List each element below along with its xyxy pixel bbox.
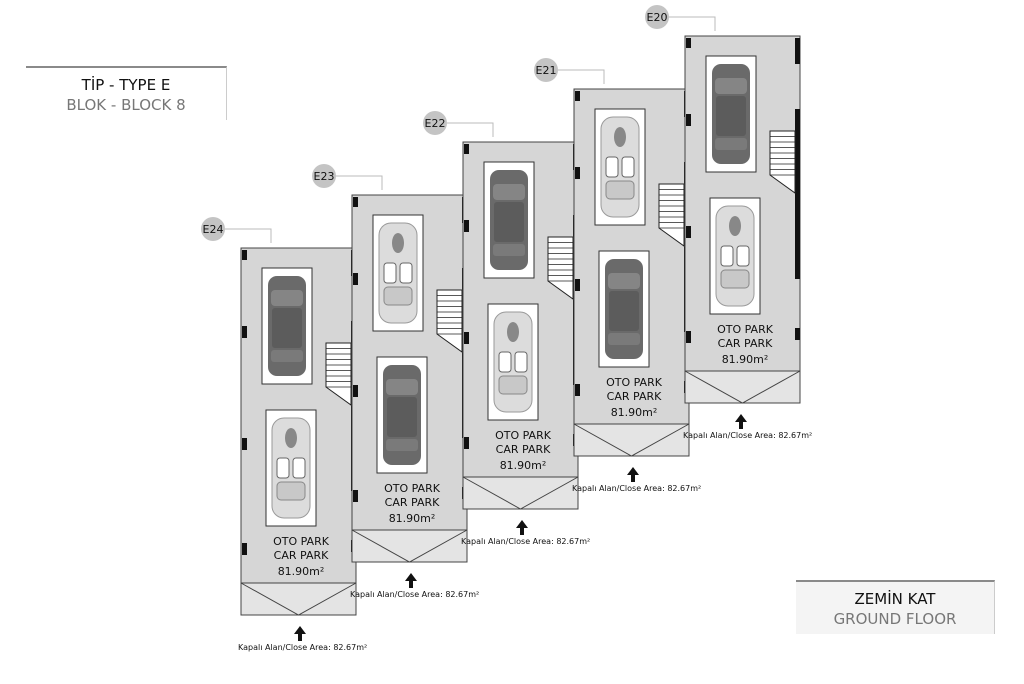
entrance-arrow-icon [405, 573, 417, 588]
close-area [462, 476, 579, 510]
wall-segment [353, 197, 358, 207]
unit-label-bubble [312, 164, 336, 188]
close-area [684, 370, 801, 404]
park-label-tr: OTO PARK [717, 323, 774, 336]
wall-segment [464, 144, 469, 154]
leader-line [225, 228, 272, 243]
convertible-icon [594, 108, 646, 226]
sedan-icon [261, 267, 313, 385]
sedan-icon [705, 55, 757, 173]
convertible-icon [372, 214, 424, 332]
unit-label-bubble [645, 5, 669, 29]
close-area [573, 423, 690, 457]
entrance-arrow-icon [516, 520, 528, 535]
gate-swing [684, 370, 801, 404]
unit-label: E23 [314, 170, 335, 183]
close-area-label: Kapalı Alan/Close Area: 82.67m² [350, 590, 479, 599]
close-area [351, 529, 468, 563]
wall-segment [353, 385, 358, 397]
park-area: 81.90m² [500, 459, 547, 472]
unit-label-bubble [534, 58, 558, 82]
wall-segment [464, 332, 469, 344]
wall-segment [353, 273, 358, 285]
leader-line [558, 69, 605, 84]
unit-label: E20 [647, 11, 668, 24]
wall-segment [795, 109, 800, 279]
unit-label: E22 [425, 117, 446, 130]
leader-line [669, 16, 716, 31]
park-label-en: CAR PARK [718, 337, 773, 350]
entrance-arrow-icon [627, 467, 639, 482]
wall-segment [686, 114, 691, 126]
park-label-tr: OTO PARK [273, 535, 330, 548]
floor-name-en: GROUND FLOOR [833, 610, 957, 628]
wall-segment [686, 226, 691, 238]
plan-title-box: TİP - TYPE E BLOK - BLOCK 8 [26, 66, 227, 120]
stairs-icon [769, 130, 796, 194]
convertible-icon [265, 409, 317, 527]
wall-segment [686, 38, 691, 48]
leader-line [447, 122, 494, 137]
convertible-icon [709, 197, 761, 315]
convertible-icon [487, 303, 539, 421]
gate-swing [573, 423, 690, 457]
park-area: 81.90m² [611, 406, 658, 419]
unit-label: E21 [536, 64, 557, 77]
sedan-icon [598, 250, 650, 368]
leader-line [336, 175, 383, 190]
close-area-label: Kapalı Alan/Close Area: 82.67m² [238, 643, 367, 652]
wall-segment [575, 91, 580, 101]
floor-label-box: ZEMİN KAT GROUND FLOOR [796, 580, 995, 634]
wall-segment [575, 279, 580, 291]
park-label-tr: OTO PARK [606, 376, 663, 389]
wall-segment [242, 438, 247, 450]
park-area: 81.90m² [389, 512, 436, 525]
park-label-en: CAR PARK [607, 390, 662, 403]
stairs-icon [325, 342, 352, 406]
wall-segment [464, 220, 469, 232]
wall-segment [353, 490, 358, 502]
wall-segment [242, 543, 247, 555]
park-label-en: CAR PARK [274, 549, 329, 562]
close-area-label: Kapalı Alan/Close Area: 82.67m² [683, 431, 812, 440]
unit-label-bubble [423, 111, 447, 135]
entrance-arrow-icon [735, 414, 747, 429]
wall-segment [242, 326, 247, 338]
wall-segment [242, 250, 247, 260]
wall-segment [464, 437, 469, 449]
entrance-arrow-icon [294, 626, 306, 641]
park-label-tr: OTO PARK [384, 482, 441, 495]
gate-swing [462, 476, 579, 510]
close-area [240, 582, 357, 616]
close-area-label: Kapalı Alan/Close Area: 82.67m² [572, 484, 701, 493]
gate-swing [240, 582, 357, 616]
wall-segment [575, 384, 580, 396]
wall-segment [795, 328, 800, 340]
park-area: 81.90m² [722, 353, 769, 366]
sedan-icon [376, 356, 428, 474]
stairs-icon [658, 183, 685, 247]
close-area-label: Kapalı Alan/Close Area: 82.67m² [461, 537, 590, 546]
stairs-icon [547, 236, 574, 300]
gate-swing [351, 529, 468, 563]
sedan-icon [483, 161, 535, 279]
block-label: BLOK - BLOCK 8 [66, 96, 186, 114]
floor-name-tr: ZEMİN KAT [854, 590, 936, 608]
type-label: TİP - TYPE E [81, 76, 171, 94]
park-label-en: CAR PARK [385, 496, 440, 509]
unit-label: E24 [203, 223, 224, 236]
park-area: 81.90m² [278, 565, 325, 578]
stairs-icon [436, 289, 463, 353]
wall-segment [575, 167, 580, 179]
wall-segment [795, 38, 800, 64]
unit-label-bubble [201, 217, 225, 241]
park-label-en: CAR PARK [496, 443, 551, 456]
park-label-tr: OTO PARK [495, 429, 552, 442]
wall-segment [686, 331, 691, 343]
